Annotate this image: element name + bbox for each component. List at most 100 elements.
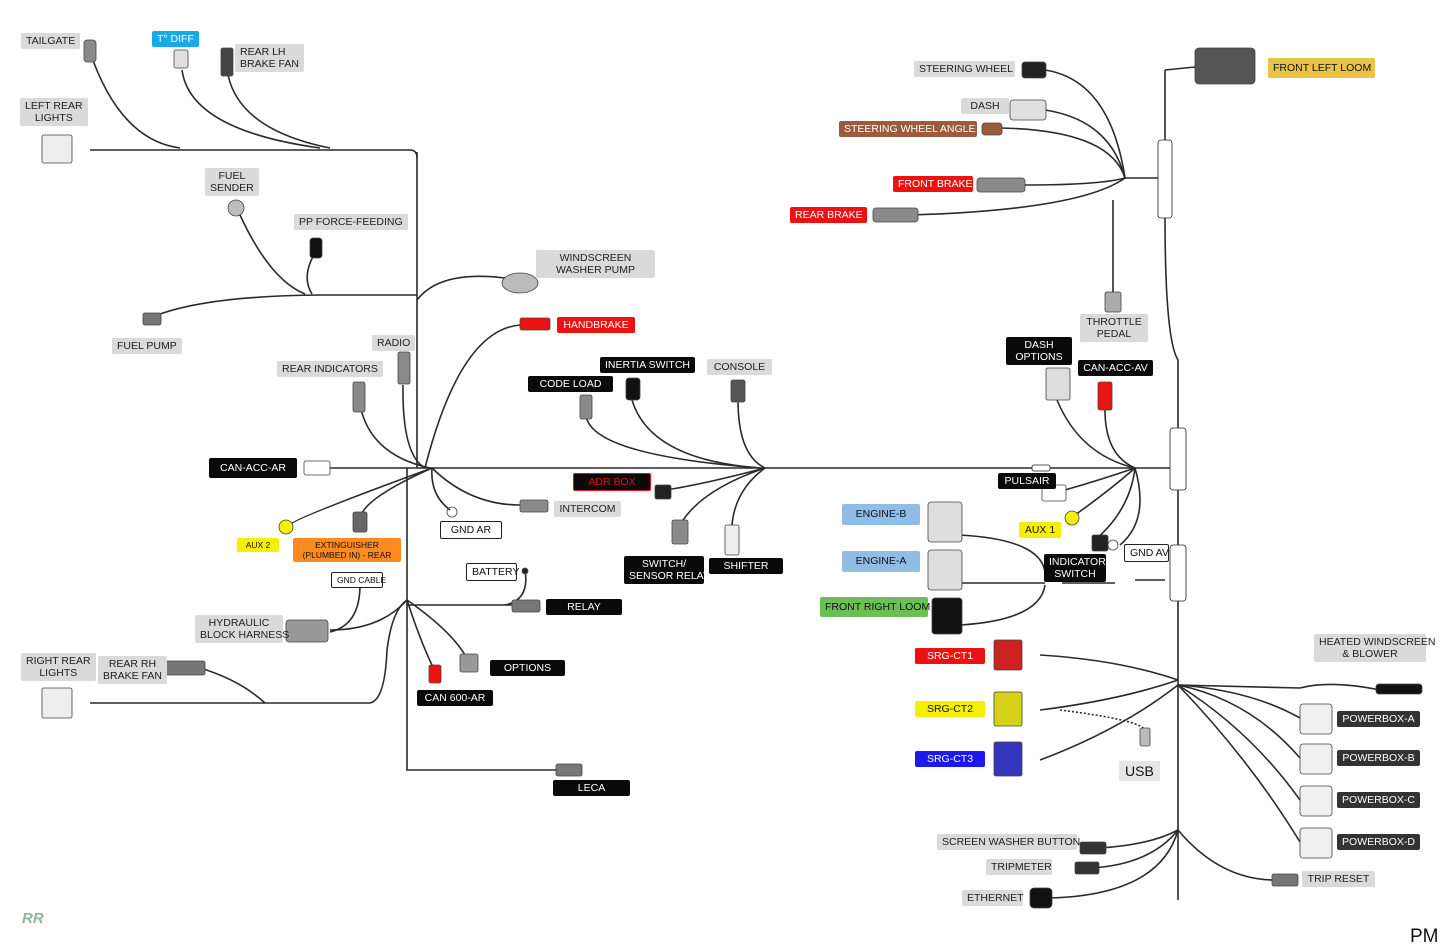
rear-indicators-connector-icon bbox=[352, 381, 366, 413]
gnd-cable-label: GND CABLE bbox=[331, 572, 386, 588]
t-diff-label: T° DIFF bbox=[152, 31, 199, 47]
shifter-label: SHIFTER bbox=[709, 558, 783, 574]
srg-ct2-connector-icon bbox=[993, 691, 1023, 727]
options-label: OPTIONS bbox=[490, 660, 565, 676]
extinguisher-label: EXTINGUISHER (PLUMBED IN) - REAR bbox=[293, 538, 401, 562]
splice-box-upper bbox=[1157, 139, 1173, 219]
front-right-loom-connector-icon bbox=[931, 597, 963, 635]
intercom-label: INTERCOM bbox=[554, 501, 621, 517]
ethernet-label: ETHERNET bbox=[962, 890, 1024, 906]
leca-label: LECA bbox=[553, 780, 630, 796]
handbrake-label: HANDBRAKE bbox=[557, 317, 635, 333]
options-connector-icon bbox=[459, 653, 479, 673]
tripmeter-connector-icon bbox=[1074, 861, 1100, 875]
can-acc-ar-connector-icon bbox=[303, 460, 331, 476]
fuel-sender-label: FUEL SENDER bbox=[205, 168, 259, 196]
right-rear-lights-label: RIGHT REAR LIGHTS bbox=[21, 653, 96, 681]
engine-b-label: ENGINE-B bbox=[842, 504, 920, 525]
adr-box-label: ADR BOX bbox=[573, 473, 651, 491]
can-acc-av-connector-icon bbox=[1097, 381, 1113, 411]
trip-reset-label: TRIP RESET bbox=[1302, 871, 1375, 887]
lower-vertical-trunk bbox=[406, 468, 560, 771]
handbrake-connector-icon bbox=[519, 317, 551, 331]
front-left-loom-label: FRONT LEFT LOOM bbox=[1268, 58, 1375, 78]
srg-ct1-label: SRG-CT1 bbox=[915, 648, 985, 664]
can-acc-ar-label: CAN-ACC-AR bbox=[209, 458, 297, 478]
throttle-pedal-connector-icon bbox=[1104, 291, 1122, 313]
extinguisher-connector-icon bbox=[352, 511, 368, 533]
dash-options-connector-icon bbox=[1045, 367, 1071, 401]
rear-brake-connector-icon bbox=[872, 207, 919, 223]
tailgate-label: TAILGATE bbox=[21, 33, 81, 49]
heated-windscreen-connector-icon bbox=[1375, 683, 1423, 695]
front-brake-connector-icon bbox=[976, 177, 1026, 193]
windscreen-washer-pump-label: WINDSCREEN WASHER PUMP bbox=[536, 250, 655, 278]
pp-force-feeding-label: PP FORCE-FEEDING bbox=[294, 214, 408, 230]
hydraulic-block-connector-icon bbox=[285, 619, 329, 643]
pulsair-splice bbox=[1031, 464, 1051, 472]
can-acc-av-label: CAN-ACC-AV bbox=[1078, 360, 1153, 376]
powerbox-d-label: POWERBOX-D bbox=[1337, 834, 1420, 850]
fuel-sender-connector-icon bbox=[227, 199, 245, 217]
battery-label: BATTERY bbox=[466, 563, 519, 581]
console-connector-icon bbox=[730, 379, 746, 403]
usb-connector-icon bbox=[1139, 727, 1151, 747]
srg-ct3-label: SRG-CT3 bbox=[915, 751, 985, 767]
tripmeter-label: TRIPMETER bbox=[986, 859, 1052, 875]
rear-indicators-label: REAR INDICATORS bbox=[277, 361, 383, 377]
radio-label: RADIO bbox=[372, 335, 416, 351]
steering-wheel-connector-icon bbox=[1021, 61, 1047, 79]
can-600-ar-connector-icon bbox=[428, 664, 442, 684]
pp-force-feeding-connector-icon bbox=[309, 237, 323, 259]
aux-1-label: AUX 1 bbox=[1019, 522, 1061, 538]
rear-rh-brake-fan-label: REAR RH BRAKE FAN bbox=[98, 656, 167, 684]
steering-wheel-angle-label: STEERING WHEEL ANGLE bbox=[839, 121, 977, 137]
switch-sensor-relay-connector-icon bbox=[671, 519, 689, 545]
right-rear-lights-connector-icon bbox=[41, 687, 73, 719]
tailgate-connector-icon bbox=[83, 39, 97, 63]
ethernet-connector-icon bbox=[1029, 887, 1053, 909]
dash-label: DASH bbox=[961, 98, 1009, 114]
engine-b-connector-icon bbox=[927, 501, 963, 543]
radio-connector-icon bbox=[397, 351, 411, 385]
fuel-pump-connector-icon bbox=[142, 312, 162, 326]
front-left-loom-connector-icon bbox=[1194, 47, 1256, 85]
gnd-ar-connector-icon bbox=[446, 506, 458, 518]
leca-connector-icon bbox=[555, 763, 583, 777]
aux-1-connector-icon bbox=[1064, 510, 1080, 526]
rear-brake-label: REAR BRAKE bbox=[790, 207, 867, 223]
front-right-loom-label: FRONT RIGHT LOOM bbox=[820, 597, 930, 617]
srg-ct3-connector-icon bbox=[993, 741, 1023, 777]
aux-2-label: AUX 2 bbox=[237, 538, 279, 552]
inertia-switch-label: INERTIA SWITCH bbox=[600, 357, 695, 373]
screen-washer-button-connector-icon bbox=[1079, 841, 1107, 855]
srg-ct2-label: SRG-CT2 bbox=[915, 701, 985, 717]
rear-lh-brake-fan-connector-icon bbox=[220, 47, 234, 77]
powerbox-d-connector-icon bbox=[1299, 827, 1333, 859]
inertia-switch-connector-icon bbox=[625, 377, 641, 401]
relay-label: RELAY bbox=[546, 599, 622, 615]
relay-connector-icon bbox=[511, 599, 541, 613]
engine-a-label: ENGINE-A bbox=[842, 551, 920, 572]
intercom-connector-icon bbox=[519, 499, 549, 513]
battery-connector-icon bbox=[521, 567, 529, 575]
fuel-pump-label: FUEL PUMP bbox=[112, 338, 182, 354]
indicator-switch-label: INDICATOR SWITCH bbox=[1044, 554, 1106, 582]
code-load-label: CODE LOAD bbox=[528, 376, 613, 392]
can-600-ar-label: CAN 600-AR bbox=[417, 690, 493, 706]
left-rear-lights-label: LEFT REAR LIGHTS bbox=[20, 98, 88, 126]
rear-lh-brake-fan-label: REAR LH BRAKE FAN bbox=[235, 44, 304, 72]
powerbox-a-label: POWERBOX-A bbox=[1337, 711, 1420, 727]
hydraulic-block-harness-label: HYDRAULIC BLOCK HARNESS bbox=[195, 615, 289, 643]
gnd-av-connector-icon bbox=[1107, 539, 1119, 551]
switch-sensor-relay-label: SWITCH/ SENSOR RELAY bbox=[624, 556, 710, 584]
splice-box-middle bbox=[1169, 427, 1187, 491]
steering-wheel-label: STEERING WHEEL bbox=[914, 61, 1015, 77]
heated-windscreen-label: HEATED WINDSCREEN & BLOWER bbox=[1314, 634, 1435, 662]
powerbox-b-label: POWERBOX-B bbox=[1337, 750, 1420, 766]
adr-box-connector-icon bbox=[654, 484, 672, 500]
rear-rh-brake-fan-connector-icon bbox=[162, 660, 206, 676]
powerbox-c-label: POWERBOX-C bbox=[1337, 792, 1420, 808]
windscreen-washer-pump-connector-icon bbox=[501, 272, 539, 294]
